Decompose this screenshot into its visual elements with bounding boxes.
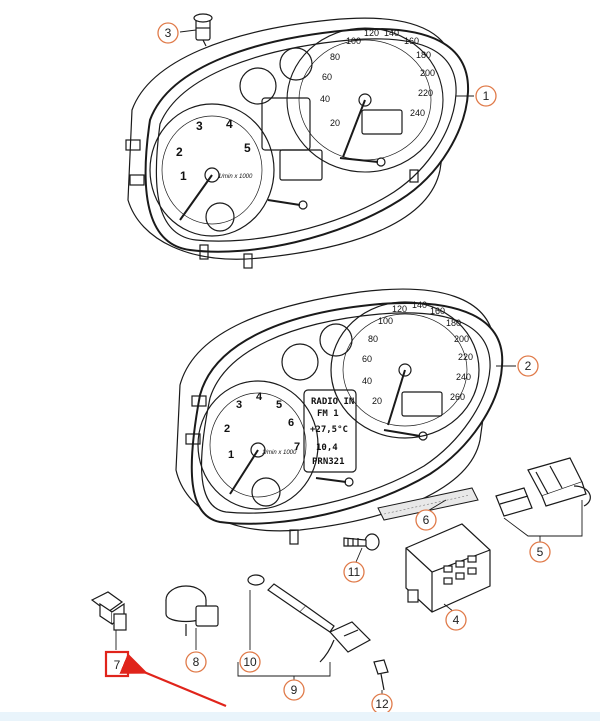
- speed-label: 100: [346, 36, 361, 46]
- display-line: FM 1: [317, 409, 339, 419]
- cluster-2-speed-labels: 20 40 60 80 100 120 140 160 180 200 220 …: [362, 300, 473, 406]
- callout-10: 10: [239, 651, 261, 673]
- speed-label: 140: [412, 300, 427, 310]
- sensor-part: [90, 591, 127, 631]
- instrument-cluster-1: [125, 17, 470, 269]
- sender-part: [165, 585, 219, 636]
- display-line: RADIO IN: [311, 397, 354, 407]
- rpm-label: 1: [228, 449, 234, 461]
- bolt-part: [373, 659, 389, 691]
- speed-label: 80: [330, 52, 340, 62]
- speed-label: 220: [418, 88, 433, 98]
- rpm-label: 6: [288, 417, 294, 429]
- rpm-label: 7: [294, 441, 300, 453]
- callout-1: 1: [475, 85, 497, 107]
- footer-band: [0, 712, 600, 721]
- cluster-2-rpm-labels: 1 2 3 4 5 6 7 1/min x 1000: [224, 391, 300, 461]
- screw-part: [343, 533, 380, 551]
- foam-strip-part: [377, 487, 479, 521]
- speed-label: 60: [362, 354, 372, 364]
- speed-label: 120: [392, 304, 407, 314]
- speed-label: 40: [320, 94, 330, 104]
- speed-label: 220: [458, 352, 473, 362]
- rpm-unit: 1/min x 1000: [262, 450, 297, 456]
- speed-label: 60: [322, 72, 332, 82]
- speed-label: 40: [362, 376, 372, 386]
- callout-number: 2: [525, 359, 532, 373]
- speed-label: 200: [420, 68, 435, 78]
- speed-label: 180: [416, 50, 431, 60]
- callout-number: 7: [114, 658, 121, 672]
- callout-3: 3: [157, 22, 179, 44]
- callout-number: 8: [193, 655, 200, 669]
- callout-number: 11: [348, 565, 361, 579]
- rpm-label: 3: [196, 119, 203, 133]
- callout-number: 4: [453, 613, 460, 627]
- callout-8: 8: [185, 651, 207, 673]
- callout-number: 1: [483, 89, 490, 103]
- rpm-label: 5: [276, 399, 282, 411]
- callout-2: 2: [517, 355, 539, 377]
- speed-label: 240: [456, 372, 471, 382]
- callout-11: 11: [343, 561, 365, 583]
- speed-label: 20: [372, 396, 382, 406]
- callout-number: 9: [291, 683, 298, 697]
- callout-5: 5: [529, 541, 551, 563]
- speed-label: 260: [450, 392, 465, 402]
- speed-label: 240: [410, 108, 425, 118]
- callout-7: 7: [104, 650, 130, 678]
- callout-number: 5: [537, 545, 544, 559]
- speed-label: 120: [364, 28, 379, 38]
- speed-label: 100: [378, 316, 393, 326]
- cluster-1-rpm-labels: 1 2 3 4 5 1/min x 1000: [176, 117, 253, 183]
- callout-12: 12: [371, 693, 393, 715]
- lead-part: [247, 574, 371, 663]
- callout-4: 4: [445, 609, 467, 631]
- speed-label: 200: [454, 334, 469, 344]
- rpm-label: 3: [236, 399, 242, 411]
- callout-6: 6: [415, 509, 437, 531]
- speed-label: 160: [404, 36, 419, 46]
- rpm-unit: 1/min x 1000: [218, 174, 253, 180]
- callout-number: 6: [423, 513, 430, 527]
- control-unit-part: [405, 523, 491, 613]
- rpm-label: 2: [176, 145, 183, 159]
- display-line: +27,5°C: [310, 425, 348, 435]
- cluster-2-display: RADIO IN FM 1 +27,5°C 10,4 PRN321: [310, 397, 354, 467]
- speed-label: 140: [384, 28, 399, 38]
- callout-number: 12: [375, 697, 389, 711]
- rpm-label: 4: [226, 117, 233, 131]
- bulb-holder-part: [193, 13, 213, 47]
- speed-label: 160: [430, 306, 445, 316]
- rpm-label: 1: [180, 169, 187, 183]
- highlight-arrow: [119, 653, 227, 708]
- callout-number: 10: [243, 655, 257, 669]
- instrument-cluster-2: [175, 288, 504, 545]
- display-line: PRN321: [312, 457, 345, 467]
- connector-part: [495, 457, 591, 517]
- cluster-1-speed-labels: 20 40 60 80 100 120 140 160 180 200 220 …: [320, 28, 435, 128]
- speed-label: 80: [368, 334, 378, 344]
- speed-label: 20: [330, 118, 340, 128]
- callout-number: 3: [165, 26, 172, 40]
- display-line: 10,4: [316, 443, 338, 453]
- speed-label: 180: [446, 318, 461, 328]
- rpm-label: 2: [224, 423, 230, 435]
- rpm-label: 4: [256, 391, 263, 403]
- callout-9: 9: [283, 679, 305, 701]
- rpm-label: 5: [244, 141, 251, 155]
